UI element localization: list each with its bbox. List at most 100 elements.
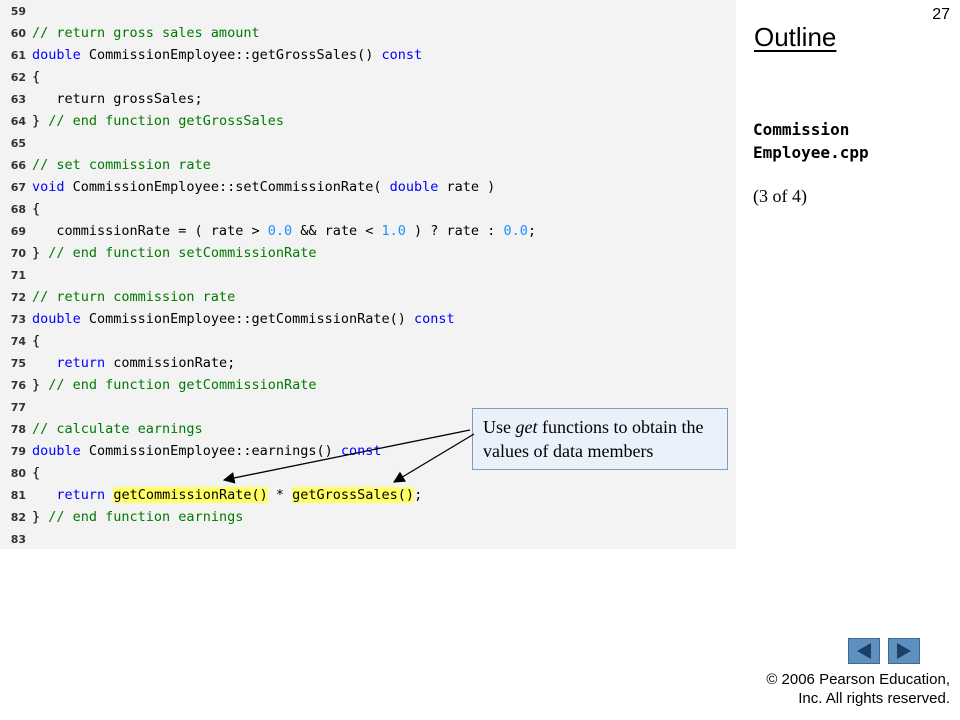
code-token: 0.0: [267, 223, 293, 239]
line-number: 68: [10, 203, 26, 216]
page-indicator: (3 of 4): [753, 186, 807, 206]
code-line: 63 return grossSales;: [0, 88, 203, 110]
line-number: 80: [10, 467, 26, 480]
code-line: 67 void CommissionEmployee::setCommission…: [0, 176, 496, 198]
code-token: ;: [414, 487, 423, 503]
arrow-to-getcommissionrate: [222, 429, 471, 484]
code-token: return grossSales;: [32, 91, 203, 107]
line-number: 61: [10, 49, 26, 62]
code-line: 62 {: [0, 66, 40, 88]
code-token: // end function getGrossSales: [48, 113, 284, 129]
code-token: // end function getCommissionRate: [48, 377, 317, 393]
copyright-line1: © 2006 Pearson Education,: [766, 671, 950, 688]
code-line: 61 double CommissionEmployee::getGrossSal…: [0, 44, 422, 66]
code-token: // end function setCommissionRate: [48, 245, 317, 261]
arrow-to-getgrosssales: [392, 433, 475, 483]
code-token: ) ? rate :: [405, 223, 504, 239]
code-line: 76} // end function getCommissionRate: [0, 374, 317, 396]
code-token: // calculate earnings: [32, 421, 203, 437]
code-token: getGrossSales(): [292, 487, 415, 503]
code-token: return: [56, 355, 106, 371]
slide-number: 27: [932, 6, 950, 23]
outline-title[interactable]: Outline: [754, 22, 837, 52]
line-number: 62: [10, 71, 26, 84]
code-token: commissionRate;: [105, 355, 236, 371]
code-token: {: [32, 69, 41, 85]
code-line: 77: [0, 396, 32, 418]
code-token: ;: [527, 223, 536, 239]
code-token: CommissionEmployee::getCommissionRate(): [80, 311, 415, 327]
code-token: CommissionEmployee::getGrossSales(): [80, 47, 382, 63]
code-token: {: [32, 201, 41, 217]
code-line: 60// return gross sales amount: [0, 22, 260, 44]
code-line: 66 // set commission rate: [0, 154, 211, 176]
code-token: const: [381, 47, 423, 63]
triangle-right-icon: [897, 643, 911, 659]
file-name-line2: Employee.cpp: [753, 143, 869, 162]
code-line: 80{: [0, 462, 40, 484]
callout-box: Use get functions to obtain the values o…: [472, 408, 728, 470]
line-number: 70: [10, 247, 26, 260]
code-line: 65: [0, 132, 32, 154]
line-number: 79: [10, 445, 26, 458]
code-line: 81 return getCommissionRate() * getGross…: [0, 484, 422, 506]
file-name-line1: Commission: [753, 120, 850, 139]
code-token: // end function earnings: [48, 509, 244, 525]
code-token: && rate <: [292, 223, 382, 239]
callout-prefix: Use: [483, 417, 516, 437]
code-token: rate ): [438, 179, 496, 195]
line-number: 78: [10, 423, 26, 436]
line-number: 72: [10, 291, 26, 304]
code-line: 70} // end function setCommissionRate: [0, 242, 317, 264]
code-line: 74{: [0, 330, 40, 352]
line-number: 77: [10, 401, 26, 414]
copyright: © 2006 Pearson Education, Inc. All right…: [730, 670, 950, 708]
line-number: 74: [10, 335, 26, 348]
code-token: // set commission rate: [32, 157, 211, 173]
code-line: 71: [0, 264, 32, 286]
code-line: 68 {: [0, 198, 40, 220]
line-number: 83: [10, 533, 26, 546]
code-token: // return gross sales amount: [32, 25, 260, 41]
code-line: 83: [0, 528, 32, 550]
callout-suffix: functions to obtain the values of data m…: [483, 417, 704, 461]
code-token: CommissionEmployee::earnings(): [80, 443, 341, 459]
triangle-left-icon: [857, 643, 871, 659]
line-number: 69: [10, 225, 26, 238]
code-token: *: [267, 487, 293, 503]
code-token: }: [32, 245, 49, 261]
code-token: double: [32, 443, 81, 459]
line-number: 64: [10, 115, 26, 128]
line-number: 73: [10, 313, 26, 326]
code-line: 75 return commissionRate;: [0, 352, 236, 374]
code-line: 59: [0, 0, 32, 22]
code-token: double: [32, 47, 81, 63]
code-token: getCommissionRate(): [113, 487, 268, 503]
line-number: 66: [10, 159, 26, 172]
line-number: 82: [10, 511, 26, 524]
code-line: 72// return commission rate: [0, 286, 236, 308]
code-token: const: [340, 443, 382, 459]
code-token: const: [414, 311, 455, 327]
code-token: }: [32, 509, 49, 525]
file-name: Commission Employee.cpp: [753, 118, 943, 164]
line-number: 75: [10, 357, 26, 370]
line-number: 67: [10, 181, 26, 194]
copyright-line2: Inc. All rights reserved.: [798, 690, 950, 707]
previous-slide-button[interactable]: [848, 638, 880, 664]
code-line: 69 commissionRate = ( rate > 0.0 && rate…: [0, 220, 536, 242]
line-number: 76: [10, 379, 26, 392]
code-token: 0.0: [503, 223, 528, 239]
line-number: 71: [10, 269, 26, 282]
code-line: 64} // end function getGrossSales: [0, 110, 284, 132]
next-slide-button[interactable]: [888, 638, 920, 664]
code-token: void: [32, 179, 65, 195]
line-number: 63: [10, 93, 26, 106]
code-token: }: [32, 113, 49, 129]
callout-italic-word: get: [515, 417, 538, 437]
code-token: CommissionEmployee::setCommissionRate(: [64, 179, 390, 195]
